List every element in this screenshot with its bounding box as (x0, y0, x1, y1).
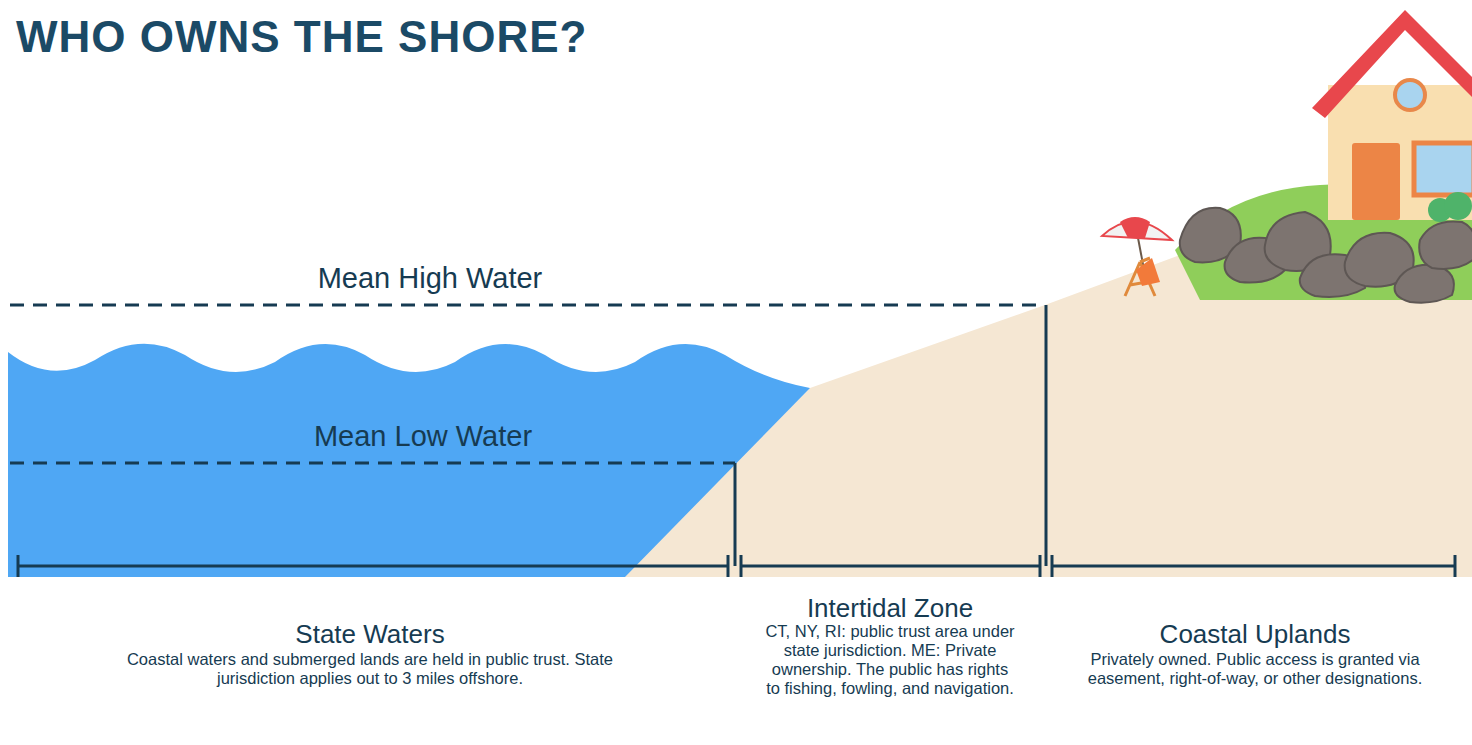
diagram-title: WHO OWNS THE SHORE? (16, 12, 587, 63)
zone-brackets (18, 555, 1455, 577)
water-line-label: Mean Low Water (314, 420, 532, 453)
house (1312, 10, 1472, 222)
rocks (1180, 208, 1472, 303)
boundary-line (1045, 305, 1048, 566)
mean-low-water-line (10, 462, 735, 465)
zone-heading: Intertidal Zone (807, 594, 973, 624)
water-line-label: Mean High Water (318, 262, 543, 295)
mean-high-water-line (10, 304, 1045, 307)
beach-umbrella-chair (1102, 217, 1172, 296)
zone-description: Coastal waters and submerged lands are h… (90, 650, 650, 688)
zone-heading: Coastal Uplands (1160, 620, 1351, 650)
boundary-line (734, 463, 737, 566)
sea-water (8, 344, 810, 577)
zone-description: Privately owned. Public access is grante… (1065, 650, 1445, 688)
zone-heading: State Waters (295, 620, 444, 650)
zone-description: CT, NY, RI: public trust area under stat… (765, 622, 1015, 698)
